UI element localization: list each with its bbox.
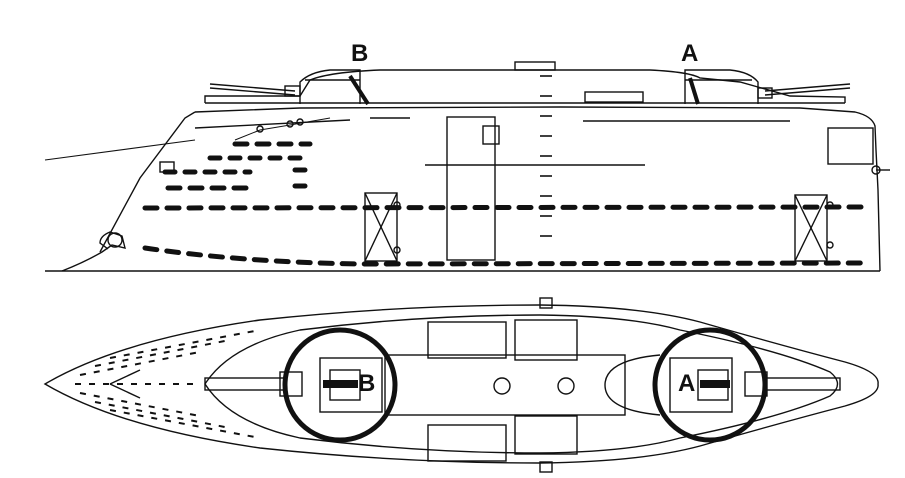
- turret-b-ring: [282, 327, 398, 443]
- plan-bow-dashes: [75, 329, 261, 439]
- central-plate: [384, 354, 626, 416]
- hatch-port-aft: [514, 319, 578, 361]
- side-hatch-fore: [364, 192, 401, 262]
- bowsprit-line: [44, 139, 196, 161]
- plan-hull-outline: [43, 304, 879, 464]
- hatch-stbd-fore: [427, 424, 507, 462]
- stern-box: [827, 127, 874, 165]
- belt-line-fore: [194, 119, 351, 129]
- turret-a-side: [684, 69, 851, 105]
- hull-upper-edge: [194, 106, 877, 151]
- turret-label-b-side: B: [351, 40, 369, 67]
- hatch-stbd-aft: [514, 415, 578, 455]
- plan-bow-barrel: [204, 377, 286, 391]
- side-scuttles: [142, 141, 873, 267]
- sight-slot: [584, 91, 644, 103]
- ladder-rungs: [540, 75, 552, 237]
- bow-ram: [61, 231, 126, 272]
- plan-deck-edge: [204, 314, 839, 454]
- side-elevation: [44, 61, 890, 272]
- ventilator-1: [493, 377, 511, 395]
- central-door: [446, 116, 496, 261]
- turret-b-side: [209, 69, 370, 106]
- turret-band-marks: [323, 380, 730, 388]
- door-panel: [482, 125, 500, 145]
- turret-label-a-side: A: [681, 40, 699, 67]
- conning-shield: [604, 354, 661, 416]
- hawse-pipe: [107, 232, 123, 248]
- plan-stern-barrel: [764, 377, 841, 391]
- hatch-port-fore: [427, 321, 507, 359]
- plan-view: [43, 297, 879, 473]
- turret-label-a-plan: A: [678, 370, 696, 397]
- turret-a-house: [669, 357, 733, 413]
- bow-profile: [99, 111, 196, 253]
- ventilator-2: [557, 377, 575, 395]
- turret-label-b-plan: B: [358, 370, 376, 397]
- stern-profile: [875, 149, 881, 272]
- turret-b-house: [319, 357, 383, 413]
- deck-hatch: [514, 61, 556, 71]
